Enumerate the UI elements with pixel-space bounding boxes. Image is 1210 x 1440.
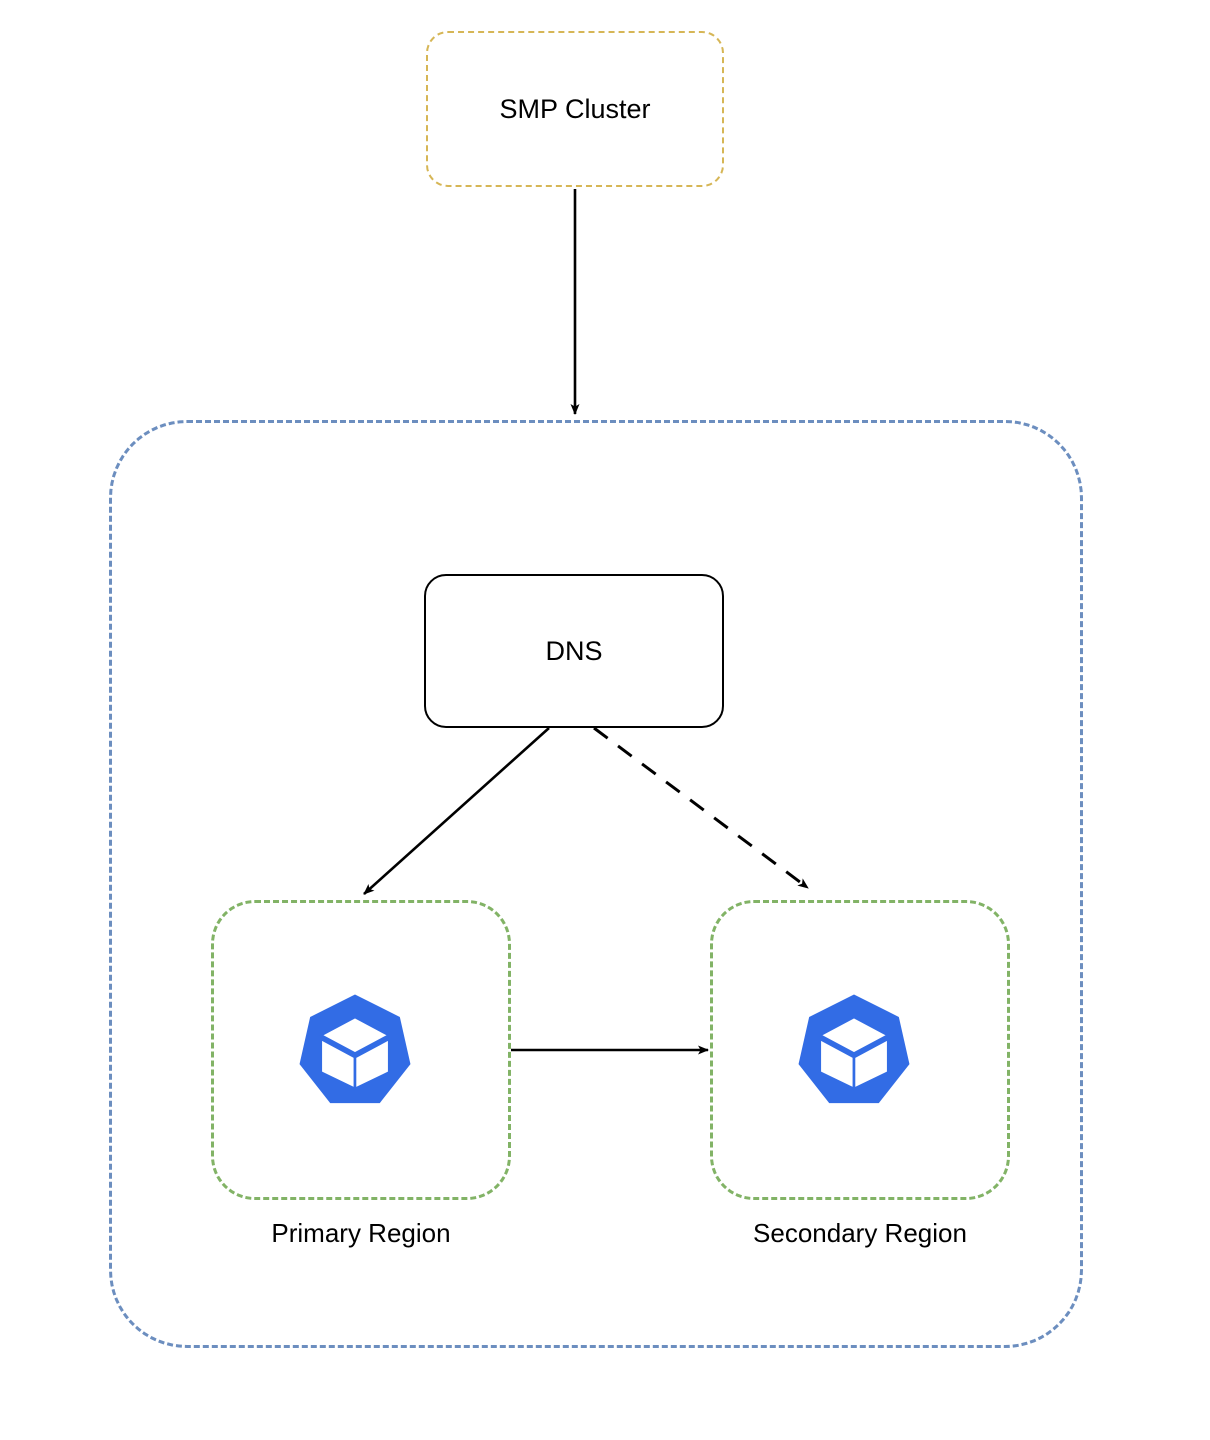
secondary-region-boundary[interactable] bbox=[710, 900, 1010, 1200]
outer-container-boundary[interactable] bbox=[109, 420, 1083, 1348]
kubernetes-icon bbox=[798, 994, 910, 1104]
kubernetes-icon bbox=[299, 994, 411, 1104]
node-dns[interactable]: DNS bbox=[424, 574, 724, 728]
primary-region-label: Primary Region bbox=[271, 1218, 451, 1248]
dns-label: DNS bbox=[545, 635, 603, 666]
primary-region-boundary[interactable] bbox=[211, 900, 511, 1200]
node-smp-cluster[interactable]: SMP Cluster bbox=[426, 31, 724, 187]
secondary-region-label: Secondary Region bbox=[753, 1218, 967, 1248]
smp-cluster-label: SMP Cluster bbox=[499, 93, 651, 124]
